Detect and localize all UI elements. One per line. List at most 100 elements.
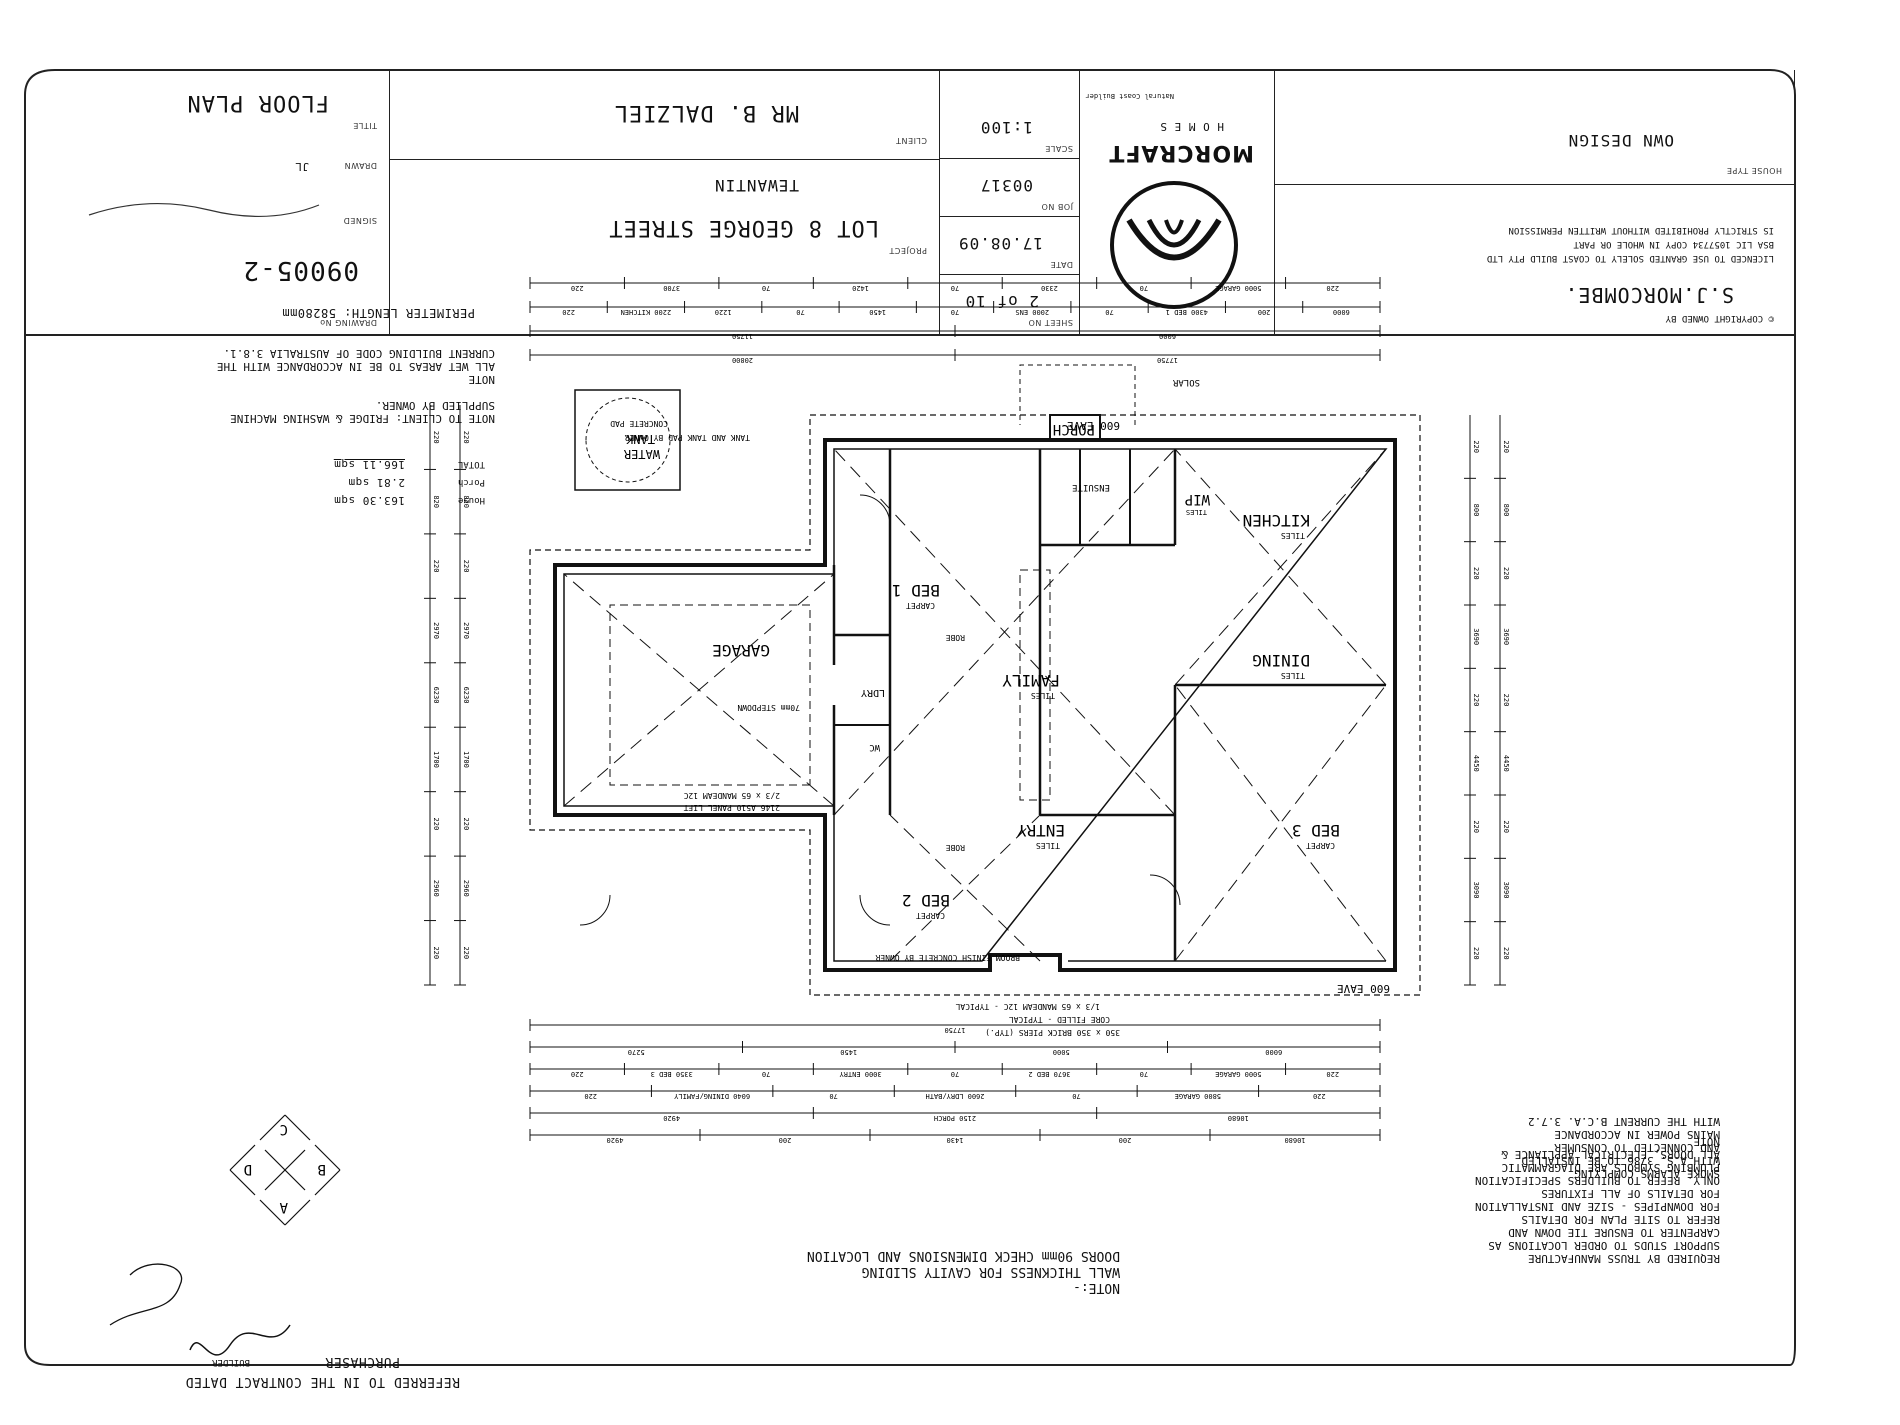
dim-bottom-value: 2600 LDRY/BATH xyxy=(925,1092,984,1100)
dim-top-value: 220 xyxy=(1326,284,1339,292)
room-floor-bed2: CARPET xyxy=(916,911,945,920)
room-floor-kitchen: TILES xyxy=(1281,531,1305,540)
dim-right-value: 800 xyxy=(1472,504,1480,517)
water-tank-label: WATER xyxy=(623,447,660,461)
dim-left-2-value: 2970 xyxy=(432,622,440,639)
dim-right-value: 4450 xyxy=(1472,755,1480,772)
stepdown-label: 70mm STEPDOWN xyxy=(737,703,800,712)
dim-bottom-value: 10680 xyxy=(1284,1136,1305,1144)
solar-label: SOLAR xyxy=(1172,377,1200,387)
dim-bottom-value: 70 xyxy=(951,1070,959,1078)
beam-label: 1/3 x 65 MANDEAM 12C - TYPICAL xyxy=(955,1002,1100,1011)
dim-bottom-value: 3000 ENTRY xyxy=(839,1070,882,1078)
dim-bottom-value: 1450 xyxy=(840,1048,857,1056)
dim-bottom-value: 10680 xyxy=(1228,1114,1249,1122)
dim-top-value: 11750 xyxy=(732,332,753,340)
dim-bottom-value: 70 xyxy=(762,1070,770,1078)
room-label-wc: WC xyxy=(869,742,880,752)
dim-right-value: 3690 xyxy=(1472,628,1480,645)
compass-label-d: D xyxy=(244,1161,252,1177)
dim-bottom-value: 220 xyxy=(1326,1070,1339,1078)
water-tank-label-3: CONCRETE PAD xyxy=(610,419,668,428)
room-label-entry: ENTRY xyxy=(1016,821,1065,840)
dim-top-value: 70 xyxy=(1140,284,1148,292)
brick-piers-label: 350 x 350 BRICK PIERS (TYP.) xyxy=(985,1028,1120,1037)
dim-left-2-value: 220 xyxy=(432,818,440,831)
dim-bottom-value: 220 xyxy=(584,1092,597,1100)
dim-right-2-value: 800 xyxy=(1502,504,1510,517)
dim-left-2-value: 6230 xyxy=(432,687,440,704)
dim-right-2-value: 3690 xyxy=(1502,628,1510,645)
dim-bottom-value: 200 xyxy=(779,1136,792,1144)
dim-bottom-value: 6000 xyxy=(1265,1048,1282,1056)
dim-top-value: 70 xyxy=(951,284,959,292)
dim-top-value: 70 xyxy=(951,308,959,316)
eave-label-top: 600 EAVE xyxy=(1337,982,1390,995)
room-label-wip: WIP xyxy=(1185,491,1210,507)
water-tank-label-2: TANK xyxy=(625,432,655,446)
dim-top-value: 5000 GARAGE xyxy=(1215,284,1261,292)
dim-top-value: 220 xyxy=(562,308,575,316)
dim-top-value: 6000 xyxy=(1333,308,1350,316)
dim-bottom-value: 5000 GARAGE xyxy=(1215,1070,1261,1078)
room-floor-bed3: CARPET xyxy=(1306,841,1335,850)
dim-top-value: 20800 xyxy=(732,356,753,364)
dim-left-value: 2960 xyxy=(462,880,470,897)
lintel-label: 2/3 x 65 MANDEAM 12C xyxy=(683,791,780,800)
signature-scribble xyxy=(88,202,320,218)
drawing-number-cell: DRAWING No 09005-2 SIGNED DRAWN JL TITLE… xyxy=(25,70,390,335)
dim-left-2-value: 2960 xyxy=(432,880,440,897)
room-label-bed1: BED 1 xyxy=(892,581,940,600)
dim-left-value: 2970 xyxy=(462,622,470,639)
dimensions-right: 2203090220445022036902208002202203090220… xyxy=(1464,415,1510,986)
dim-bottom-value: 6040 DINING/FAMILY xyxy=(673,1092,750,1100)
dim-bottom-value: 4920 xyxy=(663,1114,680,1122)
dim-bottom-value: 1430 xyxy=(947,1136,964,1144)
dim-top-value: 220 xyxy=(571,284,584,292)
dim-bottom-value: 70 xyxy=(1140,1070,1148,1078)
dim-left-value: 1700 xyxy=(462,751,470,768)
room-label-ldry: LDRY xyxy=(861,687,885,698)
dim-top-value: 2330 xyxy=(1041,284,1058,292)
dim-bottom-value: 17750 xyxy=(944,1026,965,1034)
dim-left-value: 6230 xyxy=(462,687,470,704)
compass-rose-icon: A B C D xyxy=(229,1114,341,1226)
room-label-ensuite: ENSUITE xyxy=(1072,482,1110,492)
dim-top-value: 2200 KITCHEN xyxy=(621,308,672,316)
dim-left-2-value: 1700 xyxy=(432,751,440,768)
room-label-kitchen: KITCHEN xyxy=(1243,511,1310,530)
room-floor-bed1: CARPET xyxy=(906,601,935,610)
dim-left-value: 220 xyxy=(462,946,470,959)
dim-right-2-value: 3090 xyxy=(1502,882,1510,899)
compass-label-a: A xyxy=(279,1199,288,1215)
dim-bottom-value: 70 xyxy=(1072,1092,1080,1100)
dim-top-value: 70 xyxy=(796,308,804,316)
dim-bottom-value: 4920 xyxy=(607,1136,624,1144)
core-filled-label: CORE FILLED - TYPICAL xyxy=(1009,1015,1110,1024)
room-floor-entry: TILES xyxy=(1036,841,1060,850)
dim-right-value: 220 xyxy=(1472,440,1480,453)
dim-left-2-value: 220 xyxy=(432,431,440,444)
broom-finish-label: BROOM FINISH CONCRETE BY OWNER xyxy=(875,953,1020,962)
dim-bottom-value: 5270 xyxy=(628,1048,645,1056)
room-label-porch: PORCH xyxy=(1053,421,1095,437)
dim-left-value: 220 xyxy=(462,560,470,573)
dim-top-value: 1220 xyxy=(715,308,732,316)
dim-top-value: 4300 BED 1 xyxy=(1166,308,1208,316)
purchaser-signature xyxy=(189,1324,291,1356)
handwritten-mark xyxy=(109,1263,183,1326)
dim-left-value: 220 xyxy=(462,431,470,444)
dim-top-value: 2000 ENS xyxy=(1015,308,1049,316)
room-floor-family: TILES xyxy=(1031,691,1055,700)
eave-label-bottom: 600 EAVE xyxy=(1067,419,1120,432)
compass-label-b: B xyxy=(318,1161,326,1177)
dim-top-value: 6000 xyxy=(1159,332,1176,340)
dim-right-value: 220 xyxy=(1472,820,1480,833)
dim-right-2-value: 220 xyxy=(1502,947,1510,960)
dim-bottom-value: 200 xyxy=(1119,1136,1132,1144)
dim-right-value: 220 xyxy=(1472,567,1480,580)
dim-top-value: 200 xyxy=(1258,308,1271,316)
